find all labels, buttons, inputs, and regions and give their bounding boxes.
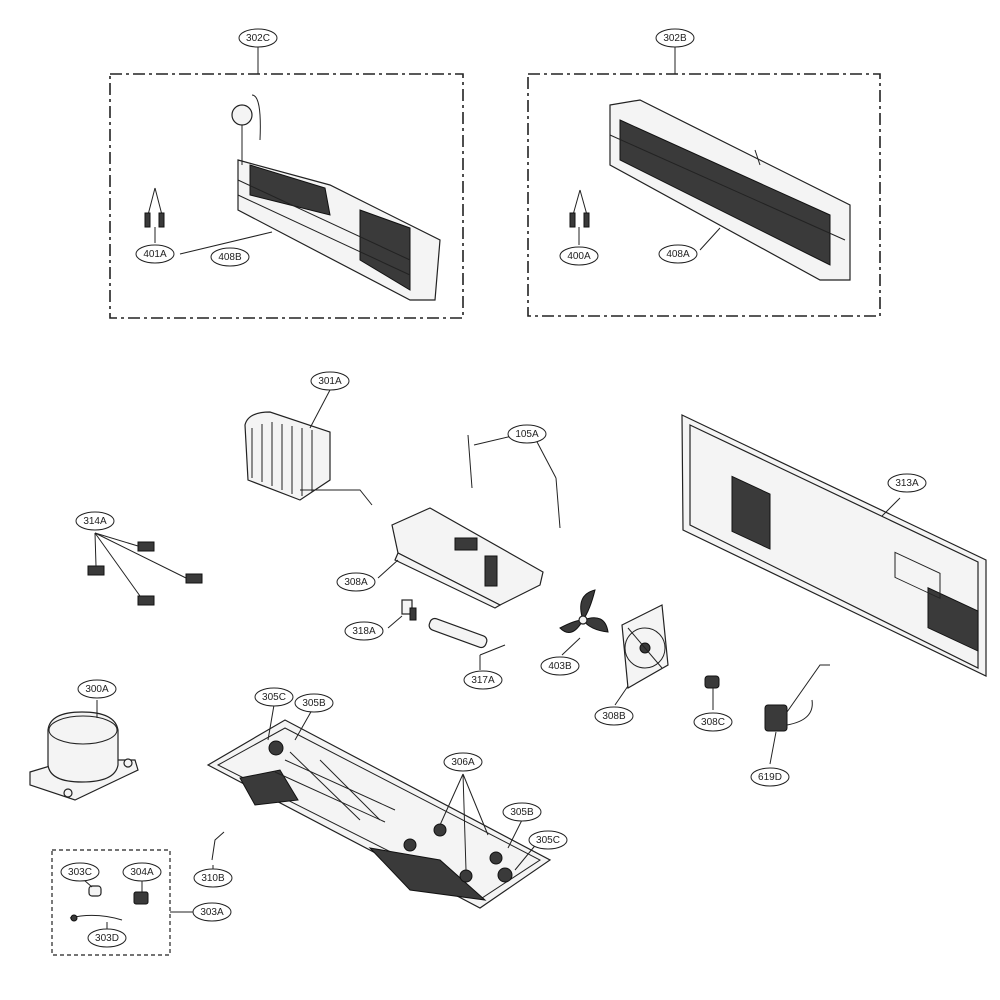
assembly-302C (109, 46, 464, 319)
callout-317A: 317A (463, 670, 503, 690)
svg-text:408A: 408A (666, 249, 690, 260)
valve-619D[interactable] (764, 664, 830, 765)
tube-105A[interactable] (467, 434, 561, 529)
callout-305C-bottom: 305C (528, 830, 568, 850)
callout-105A: 105A (507, 424, 547, 444)
svg-text:305B: 305B (510, 807, 534, 818)
callout-303A: 303A (192, 902, 232, 922)
overload-304A[interactable] (133, 880, 149, 905)
assembly-302B (527, 46, 881, 317)
clip-318A[interactable] (387, 599, 417, 629)
svg-text:305C: 305C (536, 835, 560, 846)
callout-305B-top: 305B (294, 693, 334, 713)
callout-300A: 300A (77, 679, 117, 699)
svg-text:302B: 302B (663, 33, 687, 44)
grid-pattern (274, 751, 396, 823)
relay-303C[interactable] (83, 879, 102, 897)
svg-text:317A: 317A (471, 675, 495, 686)
back-cover-313A[interactable] (681, 414, 987, 677)
clips-314A[interactable] (87, 532, 203, 606)
clip-401A[interactable] (144, 187, 165, 243)
svg-text:305C: 305C (262, 692, 286, 703)
kit-303A (51, 849, 195, 956)
svg-text:403B: 403B (548, 661, 572, 672)
callout-401A: 401A (135, 244, 175, 264)
svg-text:313A: 313A (895, 478, 919, 489)
svg-text:303D: 303D (95, 933, 119, 944)
callout-313A: 313A (887, 473, 927, 493)
evaporator-408B[interactable] (231, 94, 441, 301)
svg-text:302C: 302C (246, 33, 270, 44)
fan-blade-403B[interactable] (559, 589, 609, 656)
svg-text:303A: 303A (200, 907, 224, 918)
svg-text:300A: 300A (85, 684, 109, 695)
svg-text:105A: 105A (515, 429, 539, 440)
wire-310B[interactable] (211, 831, 225, 870)
callout-302B: 302B (655, 28, 695, 48)
evaporator-408A[interactable] (609, 99, 851, 281)
callout-310B: 310B (193, 868, 233, 888)
callout-318A: 318A (344, 621, 384, 641)
callout-408A: 408A (658, 244, 698, 264)
control-box-308A[interactable] (377, 507, 544, 609)
callout-408B: 408B (210, 247, 250, 267)
callout-619D: 619D (750, 767, 790, 787)
kit-303A-box (51, 849, 171, 956)
svg-text:408B: 408B (218, 252, 242, 263)
sensor-308C[interactable] (704, 675, 720, 710)
callout-305B-bottom: 305B (502, 802, 542, 822)
callout-308C: 308C (693, 712, 733, 732)
cord-303D[interactable] (69, 914, 123, 930)
svg-text:308C: 308C (701, 717, 725, 728)
svg-text:318A: 318A (352, 626, 376, 637)
callout-303D: 303D (87, 928, 127, 948)
callout-314A: 314A (75, 511, 115, 531)
svg-text:400A: 400A (567, 251, 591, 262)
svg-text:303C: 303C (68, 867, 92, 878)
fan-housing-308B[interactable] (614, 604, 669, 706)
callout-305C-top: 305C (254, 687, 294, 707)
callout-400A: 400A (559, 246, 599, 266)
callout-303C: 303C (60, 862, 100, 882)
svg-text:305B: 305B (302, 698, 326, 709)
callout-403B: 403B (540, 656, 580, 676)
assembly-302B-box (527, 73, 881, 317)
svg-text:304A: 304A (130, 867, 154, 878)
clip-400A[interactable] (569, 189, 590, 245)
base-plate[interactable] (206, 704, 552, 909)
svg-text:306A: 306A (451, 757, 475, 768)
svg-text:301A: 301A (318, 376, 342, 387)
callout-308A: 308A (336, 572, 376, 592)
condenser-301A[interactable] (244, 389, 373, 506)
callout-301A: 301A (310, 371, 350, 391)
svg-text:619D: 619D (758, 772, 782, 783)
svg-text:308A: 308A (344, 577, 368, 588)
svg-text:308B: 308B (602, 711, 626, 722)
drier-317A[interactable] (428, 617, 506, 670)
svg-text:314A: 314A (83, 516, 107, 527)
callout-302C: 302C (238, 28, 278, 48)
compressor-300A[interactable] (29, 700, 139, 801)
callout-308B: 308B (594, 706, 634, 726)
callout-304A: 304A (122, 862, 162, 882)
callout-306A: 306A (443, 752, 483, 772)
svg-text:401A: 401A (143, 249, 167, 260)
svg-text:310B: 310B (201, 873, 225, 884)
